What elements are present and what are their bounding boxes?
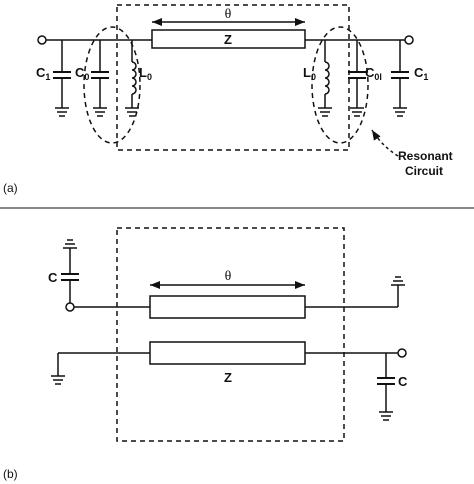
line-label-b: Z — [224, 370, 232, 385]
inductor-l0-left — [125, 40, 139, 117]
ground-top-right — [391, 276, 405, 307]
label-c0-right: C0l — [365, 65, 382, 82]
annotation-circuit: Circuit — [405, 164, 443, 178]
panel-b — [51, 227, 407, 442]
capacitor-c-bottom-right — [377, 353, 395, 421]
label-c1-left: C1 — [36, 65, 50, 82]
inductor-l0-right — [318, 40, 332, 117]
theta-label-b: θ — [225, 269, 232, 284]
enclosure-box-b — [116, 227, 345, 442]
panel-a — [37, 4, 414, 157]
transmission-line-a — [151, 29, 306, 49]
panel-tag-a: (a) — [3, 181, 18, 195]
transmission-line-upper-b — [149, 295, 306, 319]
label-l0-right: L0 — [303, 65, 316, 82]
capacitor-c-top-left — [61, 239, 79, 303]
capacitor-c1-right — [391, 40, 409, 117]
terminal-left-b — [65, 302, 75, 312]
capacitor-c0-left — [91, 40, 109, 117]
label-c0-left: C0 — [75, 65, 89, 82]
terminal-right-b — [397, 348, 407, 358]
annotation-resonant: Resonant — [398, 149, 453, 163]
terminal-left-a — [37, 35, 47, 45]
panel-tag-b: (b) — [3, 467, 18, 481]
resonant-ellipse-right — [311, 26, 369, 144]
transmission-line-lower-b — [149, 341, 306, 365]
label-c1-right: C1 — [414, 65, 428, 82]
ground-bottom-left — [51, 353, 65, 385]
resonant-ellipse-left — [83, 26, 141, 144]
label-c-bottom-right: C — [398, 374, 408, 389]
capacitor-c1-left — [53, 40, 71, 117]
label-c-top-left: C — [48, 270, 58, 285]
line-label-a: Z — [224, 32, 232, 47]
resonant-annotation-arrow — [371, 129, 399, 157]
theta-label-a: θ — [225, 7, 232, 22]
terminal-right-a — [404, 35, 414, 45]
label-l0-left: L0 — [139, 65, 152, 82]
capacitor-c0-right — [348, 40, 366, 117]
